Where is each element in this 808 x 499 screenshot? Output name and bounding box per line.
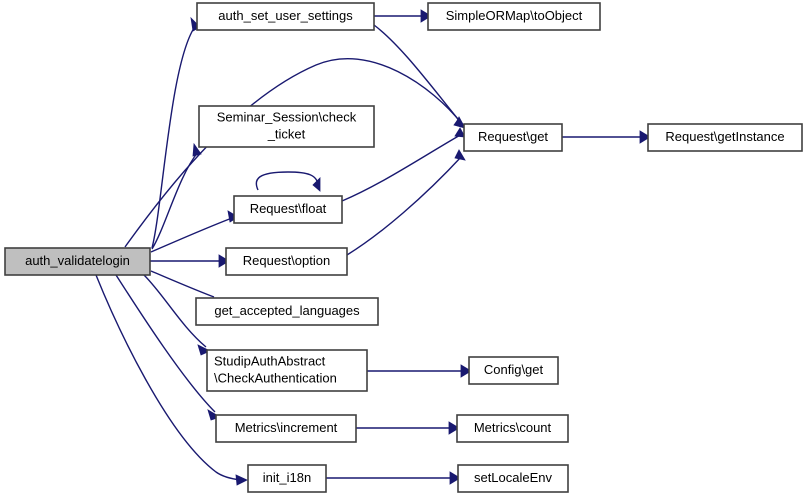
edge-arrowhead-icon	[454, 149, 466, 161]
node-request_get[interactable]: Request\get	[463, 123, 563, 152]
edge-arrowhead-icon	[312, 177, 321, 192]
edge-line	[255, 171, 319, 191]
node-request_float[interactable]: Request\float	[233, 195, 343, 224]
edge-line	[150, 217, 233, 253]
node-label: Request\getInstance	[665, 129, 784, 144]
edge-arrowhead-icon	[448, 421, 460, 435]
edge-line	[151, 151, 199, 250]
node-box[interactable]	[247, 464, 327, 493]
edge-arrowhead-icon	[460, 364, 472, 378]
edge-request_get-to-request_getinstance	[562, 130, 651, 144]
node-simpleormap_toobject[interactable]: SimpleORMap\toObject	[427, 2, 601, 31]
node-get_accepted_languages[interactable]: get_accepted_languages	[195, 297, 379, 326]
node-config_get[interactable]: Config\get	[468, 356, 559, 385]
node-box[interactable]	[4, 247, 151, 276]
node-box[interactable]	[233, 195, 343, 224]
edge-arrowhead-icon	[454, 127, 466, 138]
node-box[interactable]	[457, 464, 569, 493]
edge-line	[150, 270, 215, 298]
node-label: Metrics\increment	[235, 420, 338, 435]
edge-line	[124, 58, 463, 248]
edge-auth_validatelogin-to-init_i18n	[95, 274, 248, 486]
node-box[interactable]	[225, 247, 348, 276]
node-metrics_count[interactable]: Metrics\count	[456, 414, 569, 443]
edge-auth_validatelogin-to-seminar_session_check_ticket	[151, 142, 202, 250]
edge-request_float-to-request_get	[341, 127, 466, 202]
edge-auth_set_user_settings-to-request_get	[373, 24, 466, 129]
node-label: init_i18n	[263, 470, 311, 485]
node-request_option[interactable]: Request\option	[225, 247, 348, 276]
node-init_i18n[interactable]: init_i18n	[247, 464, 327, 493]
edge-line	[115, 274, 216, 413]
node-box[interactable]	[215, 414, 357, 443]
edge-auth_validatelogin-to-request_option	[150, 254, 230, 268]
edge-arrowhead-icon	[218, 254, 230, 268]
node-label: auth_set_user_settings	[218, 8, 353, 23]
node-label: Metrics\count	[474, 420, 552, 435]
edge-arrowhead-icon	[453, 117, 466, 129]
node-request_getinstance[interactable]: Request\getInstance	[647, 123, 803, 152]
node-box[interactable]	[206, 349, 368, 392]
node-label: Request\option	[243, 253, 330, 268]
edge-init_i18n-to-setlocaleenv	[326, 471, 461, 485]
node-label: \CheckAuthentication	[214, 370, 337, 385]
node-label: setLocaleEnv	[474, 470, 553, 485]
node-label: _ticket	[267, 126, 306, 141]
edge-arrowhead-icon	[420, 9, 432, 23]
node-box[interactable]	[196, 2, 375, 31]
node-label: Request\get	[478, 129, 548, 144]
node-label: Config\get	[484, 362, 544, 377]
edge-arrowhead-icon	[449, 471, 461, 485]
node-studipauthabstract_checkauthentication[interactable]: StudipAuthAbstract \CheckAuthentication	[206, 349, 368, 392]
node-label: Request\float	[250, 201, 327, 216]
node-box[interactable]	[647, 123, 803, 152]
node-seminar_session_check_ticket[interactable]: Seminar_Session\check _ticket	[198, 105, 375, 148]
edge-request_option-to-request_get	[346, 149, 466, 256]
node-auth_validatelogin[interactable]: auth_validatelogin	[4, 247, 151, 276]
edge-arrowhead-icon	[197, 344, 211, 356]
node-box[interactable]	[198, 105, 375, 148]
node-box[interactable]	[427, 2, 601, 31]
node-label: get_accepted_languages	[214, 303, 360, 318]
edge-line	[151, 24, 197, 249]
node-metrics_increment[interactable]: Metrics\increment	[215, 414, 357, 443]
node-setlocaleenv[interactable]: setLocaleEnv	[457, 464, 569, 493]
edge-studipauthabstract_checkauthentication-to-config_get	[367, 364, 472, 378]
edge-line	[95, 274, 242, 481]
node-box[interactable]	[195, 297, 379, 326]
edge-line	[341, 133, 463, 202]
node-label: Seminar_Session\check	[217, 109, 357, 124]
node-auth_set_user_settings[interactable]: auth_set_user_settings	[196, 2, 375, 31]
node-box[interactable]	[463, 123, 563, 152]
edge-auth_validatelogin-to-studipauthabstract_checkauthentication	[143, 274, 211, 356]
edge-arrowhead-icon	[639, 130, 651, 144]
node-label: SimpleORMap\toObject	[446, 8, 583, 23]
edge-auth_set_user_settings-to-simpleormap_toobject	[374, 9, 432, 23]
edge-metrics_increment-to-metrics_count	[356, 421, 460, 435]
node-box[interactable]	[468, 356, 559, 385]
edge-line	[373, 24, 463, 125]
node-label: StudipAuthAbstract	[214, 353, 326, 368]
node-label: auth_validatelogin	[25, 253, 130, 268]
edge-request_float-to-request_float	[255, 171, 321, 192]
edge-line	[143, 274, 207, 348]
nodes-layer: auth_validatelogin auth_set_user_settings…	[4, 2, 803, 493]
edge-arrowhead-icon	[192, 142, 202, 157]
node-box[interactable]	[456, 414, 569, 443]
edge-line	[346, 155, 463, 256]
edge-arrowhead-icon	[235, 474, 248, 486]
